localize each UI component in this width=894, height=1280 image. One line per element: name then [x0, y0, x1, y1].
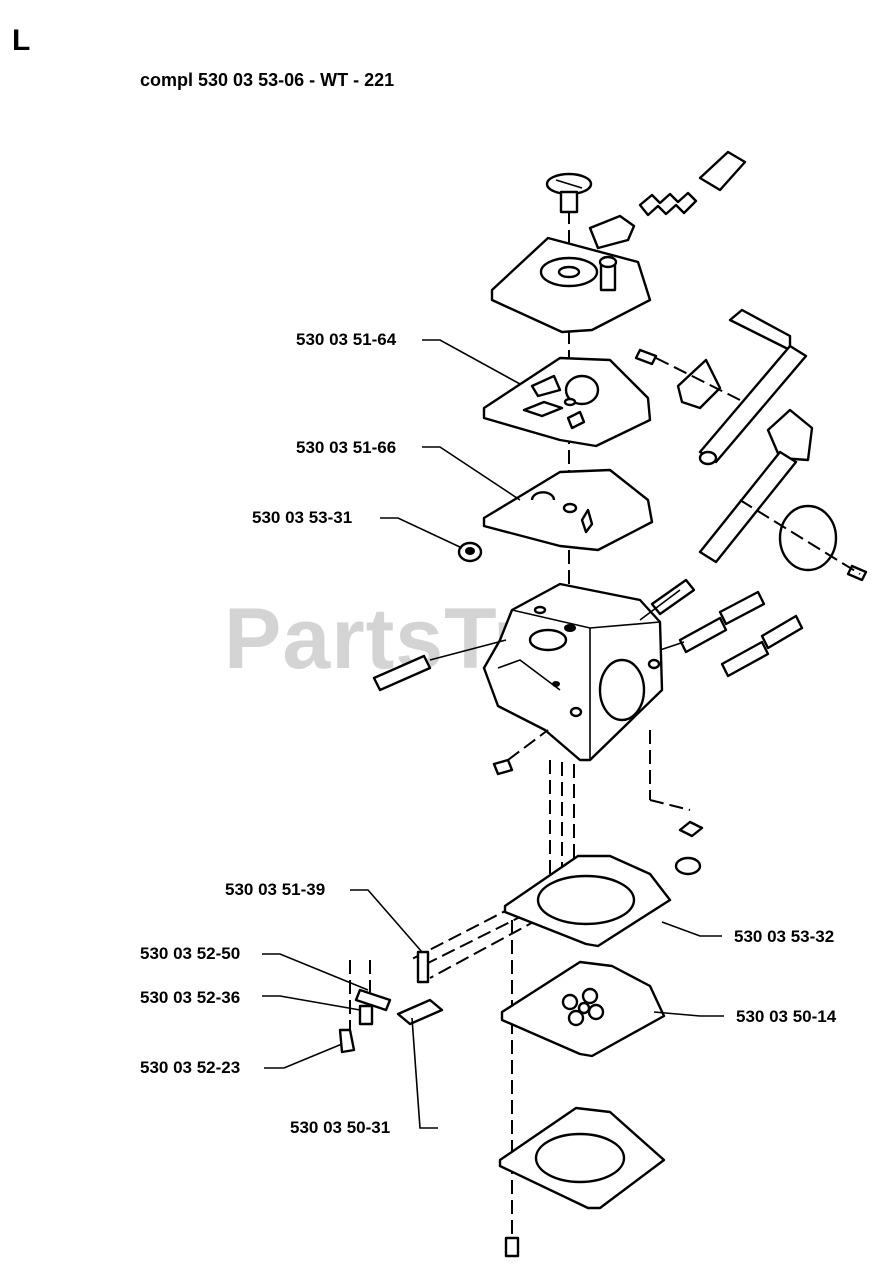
page-title: compl 530 03 53-06 - WT - 221: [140, 70, 395, 90]
part-label-530-03-51-64[interactable]: 530 03 51-64: [296, 330, 397, 349]
page-section-letter: L: [12, 24, 31, 57]
pump-gasket: [503, 854, 672, 948]
adjustment-needles: [639, 578, 804, 678]
part-label-530-03-51-66[interactable]: 530 03 51-66: [296, 438, 397, 457]
metering-diaphragm: [482, 468, 654, 552]
part-label-530-03-52-23[interactable]: 530 03 52-23: [140, 1058, 241, 1077]
choke-shaft-assembly: [698, 408, 868, 582]
metering-gasket: [482, 356, 652, 448]
fuel-passage-lines: [409, 730, 691, 979]
leader-lines: [262, 339, 724, 1129]
pump-cover: [498, 1106, 666, 1210]
part-label-530-03-50-14[interactable]: 530 03 50-14: [736, 1007, 837, 1026]
throttle-shaft-assembly: [634, 308, 808, 466]
part-label-530-03-52-50[interactable]: 530 03 52-50: [140, 944, 241, 963]
metering-cover: [490, 236, 652, 334]
top-screw: [545, 172, 593, 214]
inlet-seal: [457, 541, 483, 563]
pump-diaphragm: [500, 960, 666, 1058]
idle-screw-spring: [588, 150, 747, 250]
part-label-530-03-51-39[interactable]: 530 03 51-39: [225, 880, 326, 899]
shaft-pin: [372, 639, 507, 692]
part-label-530-03-52-36[interactable]: 530 03 52-36: [140, 988, 241, 1007]
body-screw: [492, 729, 549, 776]
inlet-needle-parts: [338, 950, 444, 1054]
part-label-530-03-53-32[interactable]: 530 03 53-32: [734, 927, 835, 946]
carburetor-body: [482, 582, 664, 762]
bottom-screw: [504, 1236, 520, 1258]
part-label-530-03-53-31[interactable]: 530 03 53-31: [252, 508, 353, 527]
check-valve-parts: [674, 820, 704, 876]
part-label-530-03-50-31[interactable]: 530 03 50-31: [290, 1118, 391, 1137]
